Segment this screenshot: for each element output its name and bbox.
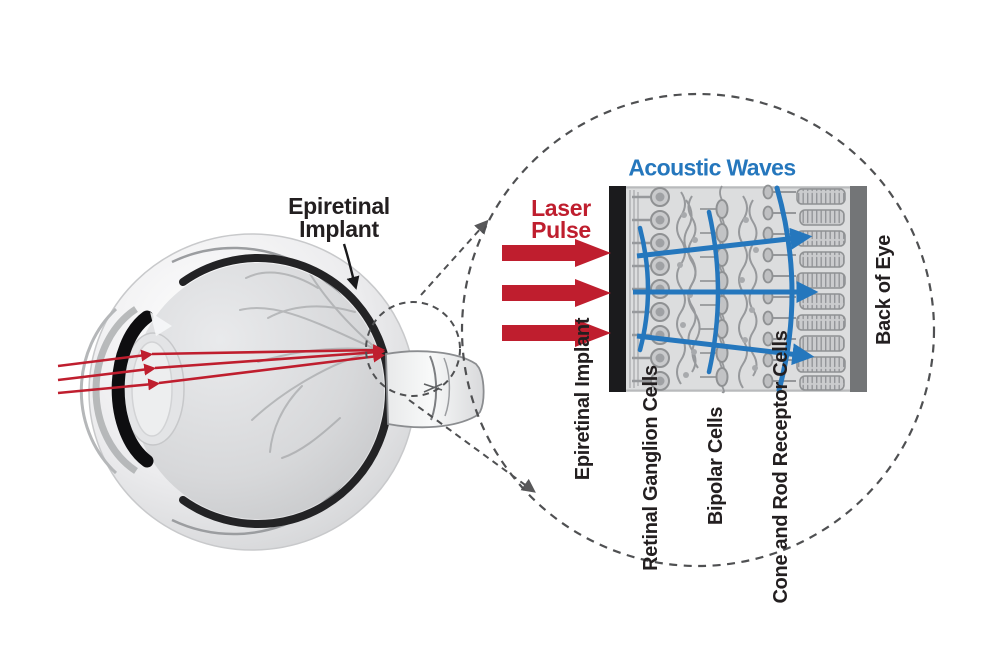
laser-rays [57, 344, 386, 395]
sclera-highlight [150, 312, 172, 336]
laser-pulse-label-line2: Pulse [531, 217, 591, 243]
laser-pulse-label-line1: Laser [531, 195, 591, 221]
photoreceptor-outer-segments [796, 188, 846, 391]
layer-label-epiretinal-implant: Epiretinal Implant [572, 318, 594, 480]
magnifier-large-circle [460, 92, 936, 568]
epiretinal-implant-bar [609, 186, 626, 392]
eye-implant-label-line2: Implant [299, 216, 379, 242]
layer-label-cone-rod-line2: Receptor Cells [770, 330, 792, 467]
layer-label-bipolar-cells: Bipolar Cells [705, 406, 727, 526]
retina-micrograph [609, 184, 867, 394]
eye-implant-label: Epiretinal Implant [288, 195, 390, 241]
eye-vitreous [132, 263, 384, 519]
acoustic-waves-label: Acoustic Waves [628, 154, 796, 181]
eye-implant-label-line1: Epiretinal [288, 193, 390, 219]
laser-pulse-arrows [502, 239, 611, 347]
magnifier [365, 92, 936, 568]
implant-pointer-arrow [342, 243, 360, 290]
layer-label-retinal-ganglion-line2: Ganglion Cells [640, 365, 662, 501]
layer-label-cone-rod-receptor-cells: Cone and Rod Receptor Cells [770, 330, 792, 603]
acoustic-wave-arrows [633, 227, 819, 366]
laser-pulse-label: Laser Pulse [531, 195, 591, 243]
layer-label-retinal-ganglion-cells: Retinal Ganglion Cells [640, 365, 662, 571]
optic-nerve [385, 350, 485, 429]
layer-label-retinal-ganglion-line1: Retinal [640, 506, 662, 571]
magnifier-small-circle [365, 301, 461, 397]
magnifier-line-lower [408, 399, 536, 493]
layer-label-cone-rod-line1: Cone and Rod [770, 471, 792, 604]
layer-label-epiretinal-implant-line2: Implant [572, 317, 594, 387]
back-of-eye-label: Back of Eye [873, 234, 895, 346]
back-of-eye-bar [850, 186, 867, 392]
iris-arc [111, 310, 154, 468]
magnifier-line-upper [420, 219, 489, 296]
eye-illustration [57, 233, 485, 551]
layer-label-epiretinal-implant-line1: Epiretinal [572, 392, 594, 481]
